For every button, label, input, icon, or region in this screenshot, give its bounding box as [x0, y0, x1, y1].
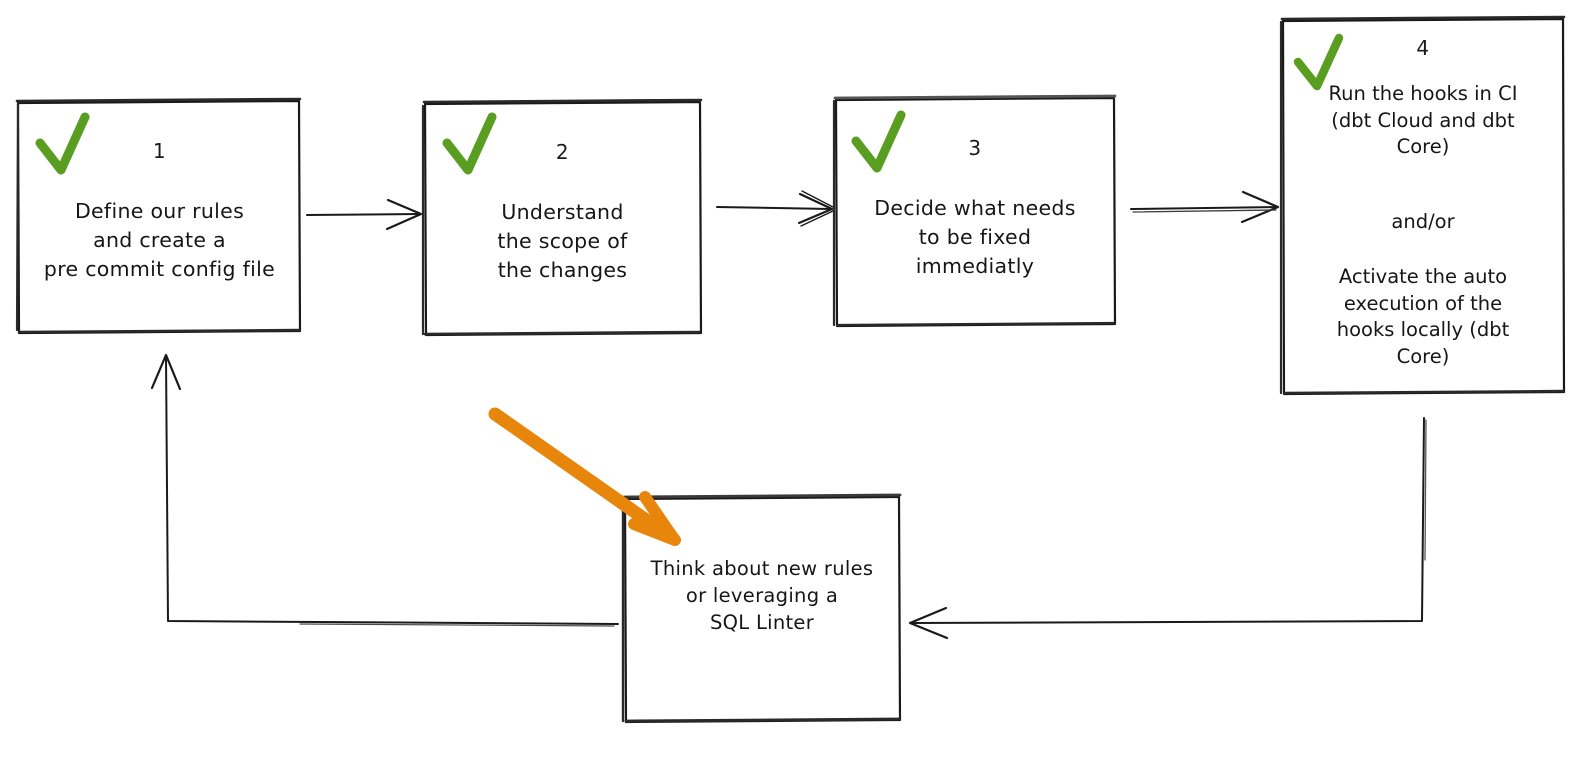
node-step-loop-text: Think about new rules or leveraging a SQ…	[650, 557, 874, 634]
node-box-step-4[interactable]	[1279, 15, 1566, 396]
node-step-3[interactable]: 3 Decide what needs to be fixed immediat…	[835, 98, 1115, 326]
connector-arrow-2-to-3	[716, 190, 834, 227]
checkmark-icon-step-2	[442, 112, 497, 175]
node-step-4[interactable]: 4 Run the hooks in CI (dbt Cloud and dbt…	[1282, 19, 1564, 394]
node-step-3-number: 3	[968, 136, 982, 160]
node-step-loop[interactable]: Think about new rules or leveraging a SQ…	[624, 497, 900, 722]
node-step-3-text: Decide what needs to be fixed immediatly	[874, 196, 1076, 278]
node-step-2-number: 2	[555, 140, 570, 164]
connector-arrow-loop-to-1	[150, 353, 619, 627]
node-box-step-2[interactable]	[421, 98, 703, 337]
node-step-1-number: 1	[152, 139, 167, 163]
node-step-4-text-middle: and/or	[1391, 210, 1455, 233]
connector-arrow-4-to-loop	[908, 417, 1427, 640]
node-step-2-text: Understand the scope of the changes	[497, 200, 628, 282]
node-box-step-3[interactable]	[832, 94, 1117, 328]
node-box-step-loop[interactable]	[621, 493, 902, 724]
checkmark-icon-step-3	[851, 110, 906, 173]
node-step-2[interactable]: 2 Understand the scope of the changes	[424, 102, 701, 335]
node-box-step-1[interactable]	[15, 97, 302, 335]
checkmark-icon-step-1	[35, 112, 90, 175]
node-step-4-number: 4	[1416, 36, 1430, 60]
checkmark-icon-step-4	[1293, 33, 1344, 91]
connector-arrow-3-to-4	[1130, 190, 1280, 224]
node-step-1[interactable]: 1 Define our rules and create a pre comm…	[18, 101, 301, 333]
node-step-4-text-top: Run the hooks in CI (dbt Cloud and dbt C…	[1328, 82, 1518, 158]
node-step-4-text-bottom: Activate the auto execution of the hooks…	[1336, 265, 1510, 368]
node-step-1-text: Define our rules and create a pre commit…	[43, 199, 276, 281]
orange-pointer-arrow-icon	[488, 407, 681, 546]
connector-arrow-1-to-2	[306, 198, 423, 231]
